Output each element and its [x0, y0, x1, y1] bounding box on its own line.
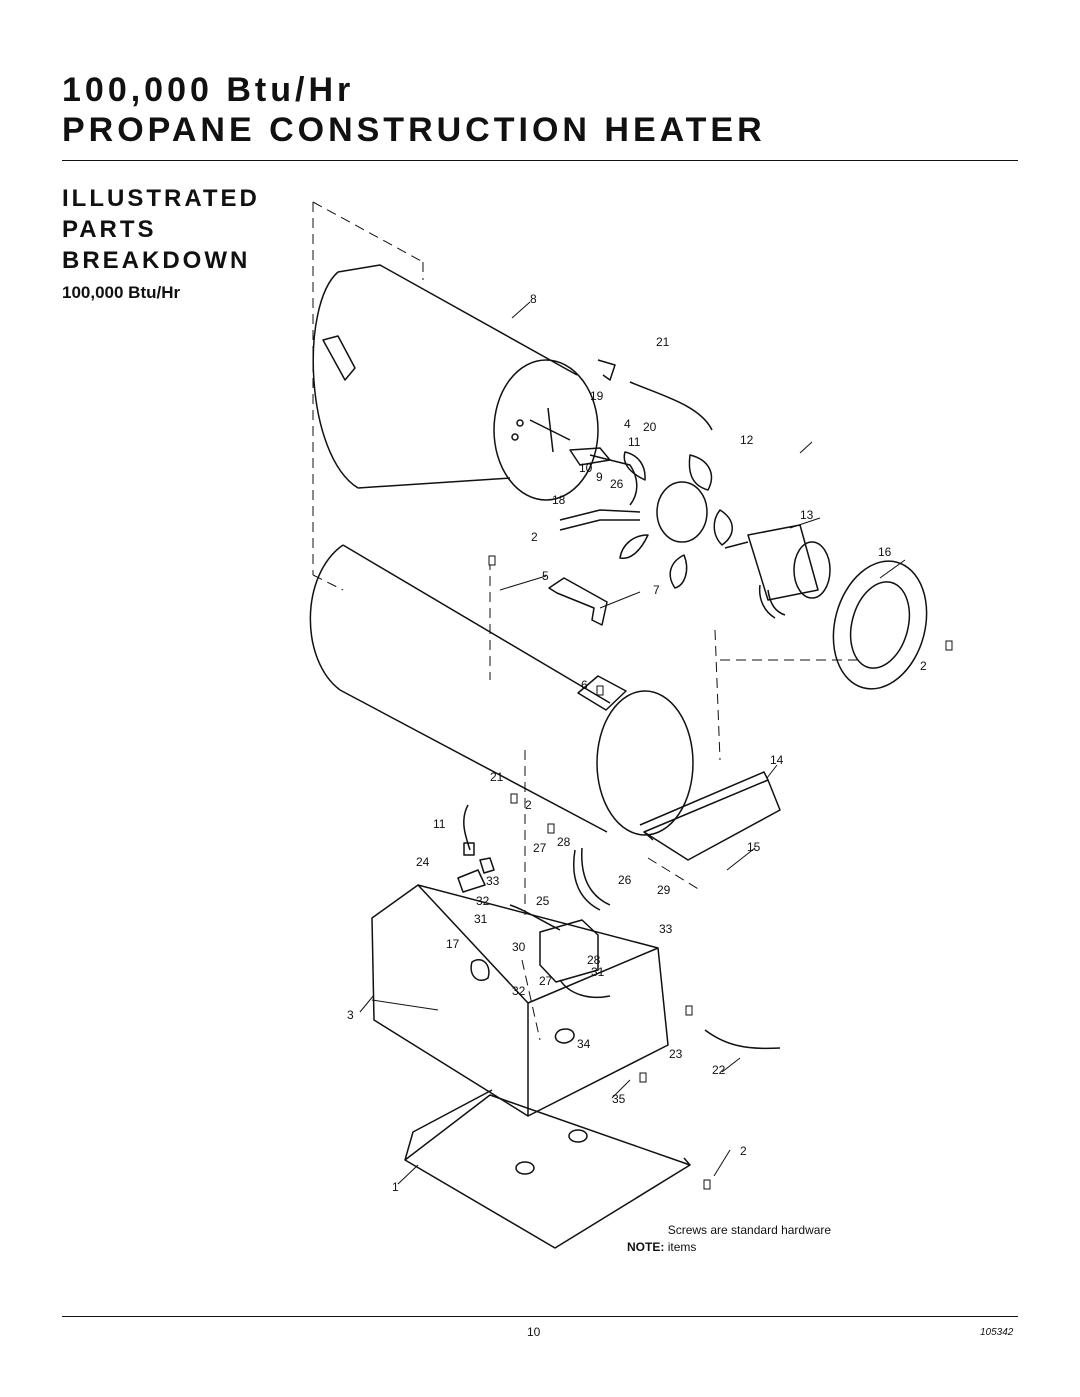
callout-label: 21	[490, 770, 504, 784]
page-number: 10	[527, 1325, 541, 1339]
callout-label: 27	[539, 974, 553, 988]
front-shell-drawing	[309, 544, 694, 836]
section-subheading: 100,000 Btu/Hr	[62, 283, 181, 302]
page-title: 100,000 Btu/Hr PROPANE CONSTRUCTION HEAT…	[62, 70, 766, 150]
callout-label: 32	[512, 984, 526, 998]
callout-label: 5	[542, 569, 549, 583]
callout-label: 17	[446, 937, 460, 951]
callout-label: 2	[531, 530, 538, 544]
leader-lines	[359, 301, 906, 1185]
callout-label: 3	[347, 1008, 354, 1022]
callout-label: 15	[747, 840, 761, 854]
callout-label: 32	[476, 894, 490, 908]
callout-label: 13	[800, 508, 814, 522]
callout-label: 2	[525, 798, 532, 812]
title-line-2: PROPANE CONSTRUCTION HEATER	[62, 111, 766, 149]
callout-label: 26	[610, 477, 624, 491]
callout-label: 29	[657, 883, 671, 897]
callout-label: 6	[581, 678, 588, 692]
callout-label: 4	[624, 417, 631, 431]
screws	[488, 555, 953, 1190]
section-heading: ILLUSTRATED PARTS BREAKDOWN	[62, 183, 260, 276]
document-number: 105342	[980, 1327, 1014, 1338]
callout-label: 8	[530, 292, 537, 306]
callout-label: 28	[587, 953, 601, 967]
callout-label: 16	[878, 545, 892, 559]
control-box-drawing	[371, 884, 669, 1117]
fan-blade-drawing	[619, 451, 733, 589]
callout-label: 26	[618, 873, 632, 887]
callout-label: 18	[552, 493, 566, 507]
footer-divider	[62, 1316, 1018, 1317]
bracket-drawing	[639, 771, 781, 861]
wiring-drawing	[509, 847, 781, 1050]
base-plate-drawing	[404, 1089, 691, 1249]
callout-label: 20	[643, 420, 657, 434]
callout-label: 9	[596, 470, 603, 484]
callout-label: 31	[591, 965, 605, 979]
callout-label: 7	[653, 583, 660, 597]
callout-label: 31	[474, 912, 488, 926]
section-heading-line-1: ILLUSTRATED	[62, 185, 260, 212]
fittings-drawing	[457, 804, 495, 893]
callout-label: 2	[740, 1144, 747, 1158]
callout-label: 33	[486, 874, 500, 888]
burner-assembly-drawing	[559, 359, 713, 531]
rear-shell-drawing	[312, 264, 599, 501]
callout-label: 10	[579, 461, 593, 475]
callout-label: 34	[577, 1037, 591, 1051]
assembly-lines	[312, 201, 860, 1041]
callout-label: 23	[669, 1047, 683, 1061]
callout-labels: 8 21 19 4 20 11 12 10 9 26 18 13 2 16 5 …	[347, 292, 927, 1194]
section-heading-line-2: PARTS	[62, 216, 157, 243]
callout-label: 28	[557, 835, 571, 849]
callout-label: 19	[590, 389, 604, 403]
handle-drawing	[548, 577, 608, 626]
callout-label: 12	[740, 433, 754, 447]
callout-label: 24	[416, 855, 430, 869]
callout-label: 14	[770, 753, 784, 767]
motor-mount-ring-drawing	[832, 560, 928, 690]
note-label: NOTE:	[627, 1240, 665, 1254]
callout-label: 35	[612, 1092, 626, 1106]
note-text: Screws are standard hardware items	[667, 1223, 832, 1254]
callout-label: 30	[512, 940, 526, 954]
title-line-1: 100,000 Btu/Hr	[62, 71, 355, 109]
callout-label: 21	[656, 335, 670, 349]
note: NOTE: Screws are standard hardware items	[627, 1222, 858, 1256]
callout-label: 22	[712, 1063, 726, 1077]
callout-label: 33	[659, 922, 673, 936]
section-heading-line-3: BREAKDOWN	[62, 247, 251, 274]
callout-label: 27	[533, 841, 547, 855]
callout-label: 2	[920, 659, 927, 673]
motor-drawing	[724, 524, 831, 619]
callout-label: 25	[536, 894, 550, 908]
callout-label: 11	[628, 435, 641, 449]
callout-label: 11	[433, 817, 446, 831]
callout-label: 1	[392, 1180, 399, 1194]
title-divider	[62, 160, 1018, 161]
